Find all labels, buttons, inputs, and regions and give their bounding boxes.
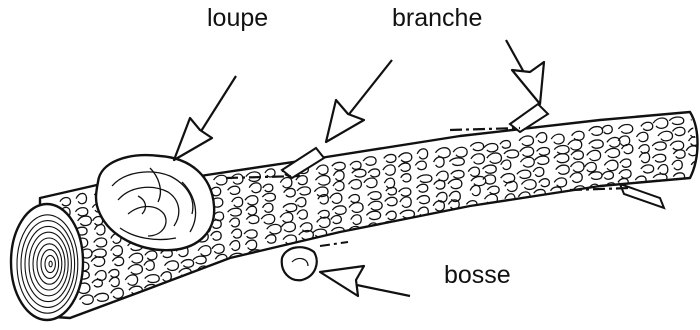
bark-stroke [369, 234, 383, 243]
bark-stroke [313, 242, 327, 252]
bark-stroke [213, 264, 227, 272]
log-cut-end [11, 204, 83, 320]
arrow-bosse [320, 266, 410, 296]
bark-stroke [330, 240, 342, 249]
arrow-branche-left [326, 60, 392, 142]
bark-stroke [434, 215, 447, 225]
label-branche: branche [392, 6, 482, 31]
label-bosse: bosse [444, 263, 511, 288]
bark-stroke [504, 207, 515, 215]
bark-stroke [267, 260, 278, 268]
bark-stroke [519, 202, 533, 210]
bark-stroke [448, 212, 461, 220]
bark-stroke [165, 283, 177, 292]
bark-stroke [350, 238, 361, 248]
bark-stroke [487, 209, 497, 218]
bark-stroke [415, 227, 428, 235]
label-loupe: loupe [207, 6, 268, 31]
bark-stroke [466, 211, 480, 221]
arrow-branche-right [506, 40, 544, 104]
bark-stroke [555, 198, 566, 206]
knot-mark-under [320, 242, 348, 246]
bark-stroke [245, 258, 259, 268]
bark-stroke [419, 217, 429, 226]
bark-stroke [233, 264, 248, 272]
bosse-bump [282, 247, 317, 280]
arrow-loupe [174, 76, 236, 160]
bark-stroke [534, 202, 547, 211]
bark-stroke [401, 231, 416, 240]
bark-stroke [382, 230, 396, 239]
